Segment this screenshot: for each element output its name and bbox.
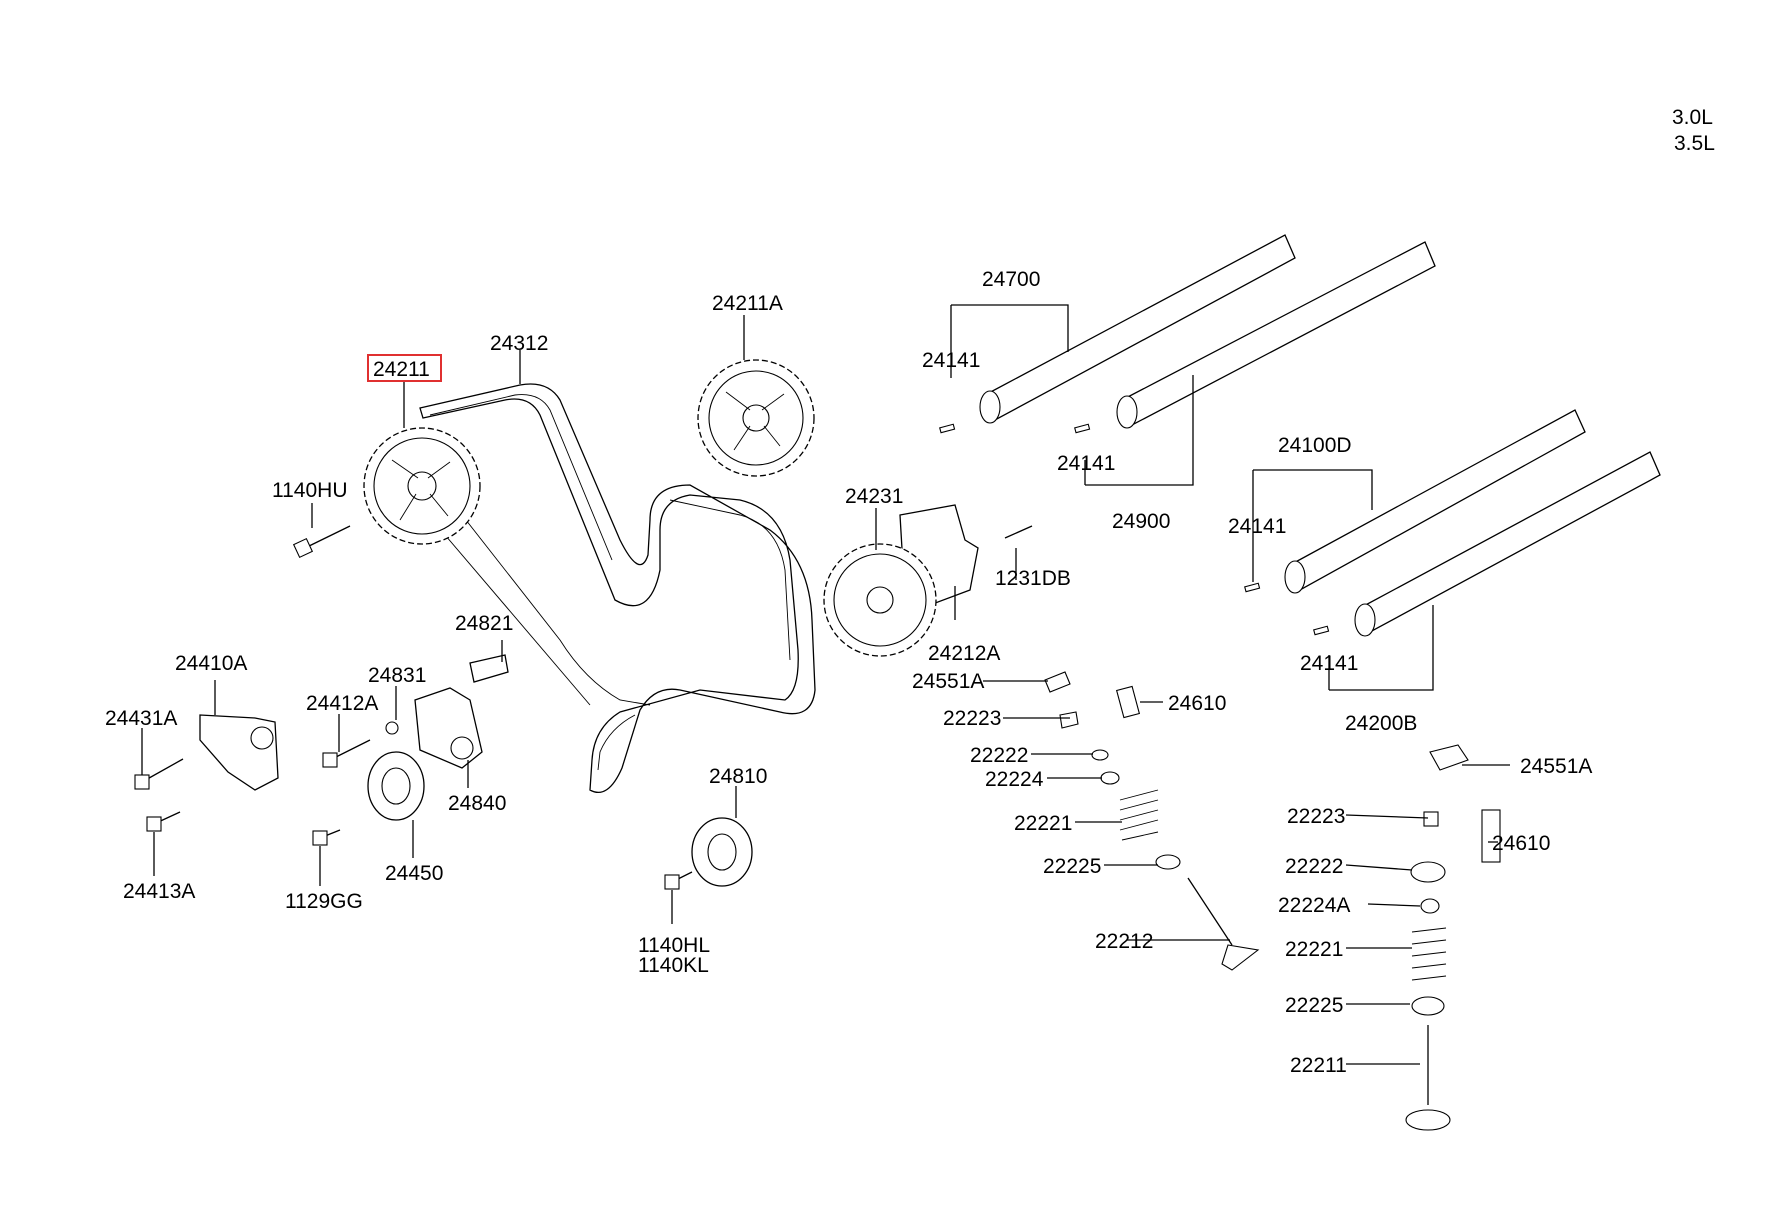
part-label-24431a[interactable]: 24431A <box>105 707 177 730</box>
part-label-1129gg[interactable]: 1129GG <box>285 890 363 913</box>
part-label-24412a[interactable]: 24412A <box>306 692 378 715</box>
part-label-24410a[interactable]: 24410A <box>175 652 247 675</box>
part-label-1140kl[interactable]: 1140KL <box>638 954 709 977</box>
sprocket-24211-drawing <box>363 427 481 545</box>
part-label-24312[interactable]: 24312 <box>490 332 548 355</box>
part-label-24900[interactable]: 24900 <box>1112 510 1170 533</box>
part-label-24700[interactable]: 24700 <box>982 268 1040 291</box>
part-label-24610-a[interactable]: 24610 <box>1168 692 1226 715</box>
camshaft-drawings <box>939 234 1661 637</box>
part-label-24610-b[interactable]: 24610 <box>1492 832 1550 855</box>
part-label-22222-a[interactable]: 22222 <box>970 744 1028 767</box>
part-label-22223-a[interactable]: 22223 <box>943 707 1001 730</box>
part-label-24450[interactable]: 24450 <box>385 862 443 885</box>
part-label-24413a[interactable]: 24413A <box>123 880 195 903</box>
part-label-22224[interactable]: 22224 <box>985 768 1044 791</box>
part-label-1140hu[interactable]: 1140HU <box>272 479 348 502</box>
part-label-24810[interactable]: 24810 <box>709 765 767 788</box>
part-label-22224a[interactable]: 22224A <box>1278 894 1350 917</box>
sprocket-24211a-drawing <box>697 359 815 477</box>
leader-lines <box>141 304 1510 1065</box>
part-label-22212[interactable]: 22212 <box>1095 930 1153 953</box>
part-label-24551a-b[interactable]: 24551A <box>1520 755 1592 778</box>
part-label-22223-b[interactable]: 22223 <box>1287 805 1345 828</box>
part-label-24141-b[interactable]: 24141 <box>1057 452 1115 475</box>
part-label-24100d[interactable]: 24100D <box>1278 434 1352 457</box>
part-label-1140hl[interactable]: 1140HL <box>638 934 710 957</box>
engine-variant-3-5l: 3.5L <box>1674 132 1715 155</box>
part-label-24831[interactable]: 24831 <box>368 664 426 687</box>
part-label-24231[interactable]: 24231 <box>845 485 903 508</box>
part-label-22221-a[interactable]: 22221 <box>1014 812 1072 835</box>
part-label-24141-c[interactable]: 24141 <box>1228 515 1286 538</box>
part-label-22221-b[interactable]: 22221 <box>1285 938 1343 961</box>
valvetrain-drawings <box>1044 671 1501 1131</box>
bolt-drawings <box>134 525 1033 890</box>
timing-belt-drawing <box>414 383 816 794</box>
part-label-24141-d[interactable]: 24141 <box>1300 652 1358 675</box>
part-label-24211: 24211 <box>373 358 430 381</box>
sprocket-24231-drawing <box>823 504 979 657</box>
tensioner-drawings <box>199 654 753 887</box>
part-label-24821[interactable]: 24821 <box>455 612 513 635</box>
part-label-22222-b[interactable]: 22222 <box>1285 855 1343 878</box>
part-label-22225-a[interactable]: 22225 <box>1043 855 1101 878</box>
callout-24211[interactable]: 24211 <box>367 354 442 382</box>
part-label-24212a[interactable]: 24212A <box>928 642 1000 665</box>
part-label-24211a[interactable]: 24211A <box>712 292 783 315</box>
part-label-22211[interactable]: 22211 <box>1290 1054 1347 1077</box>
part-label-24141-a[interactable]: 24141 <box>922 349 980 372</box>
part-label-24840[interactable]: 24840 <box>448 792 506 815</box>
engine-variant-3-0l: 3.0L <box>1672 106 1713 129</box>
selected-part-highlight <box>367 354 442 382</box>
part-label-24200b[interactable]: 24200B <box>1345 712 1417 735</box>
part-label-24551a-a[interactable]: 24551A <box>912 670 984 693</box>
part-label-1231db[interactable]: 1231DB <box>995 567 1071 590</box>
part-label-22225-b[interactable]: 22225 <box>1285 994 1343 1017</box>
